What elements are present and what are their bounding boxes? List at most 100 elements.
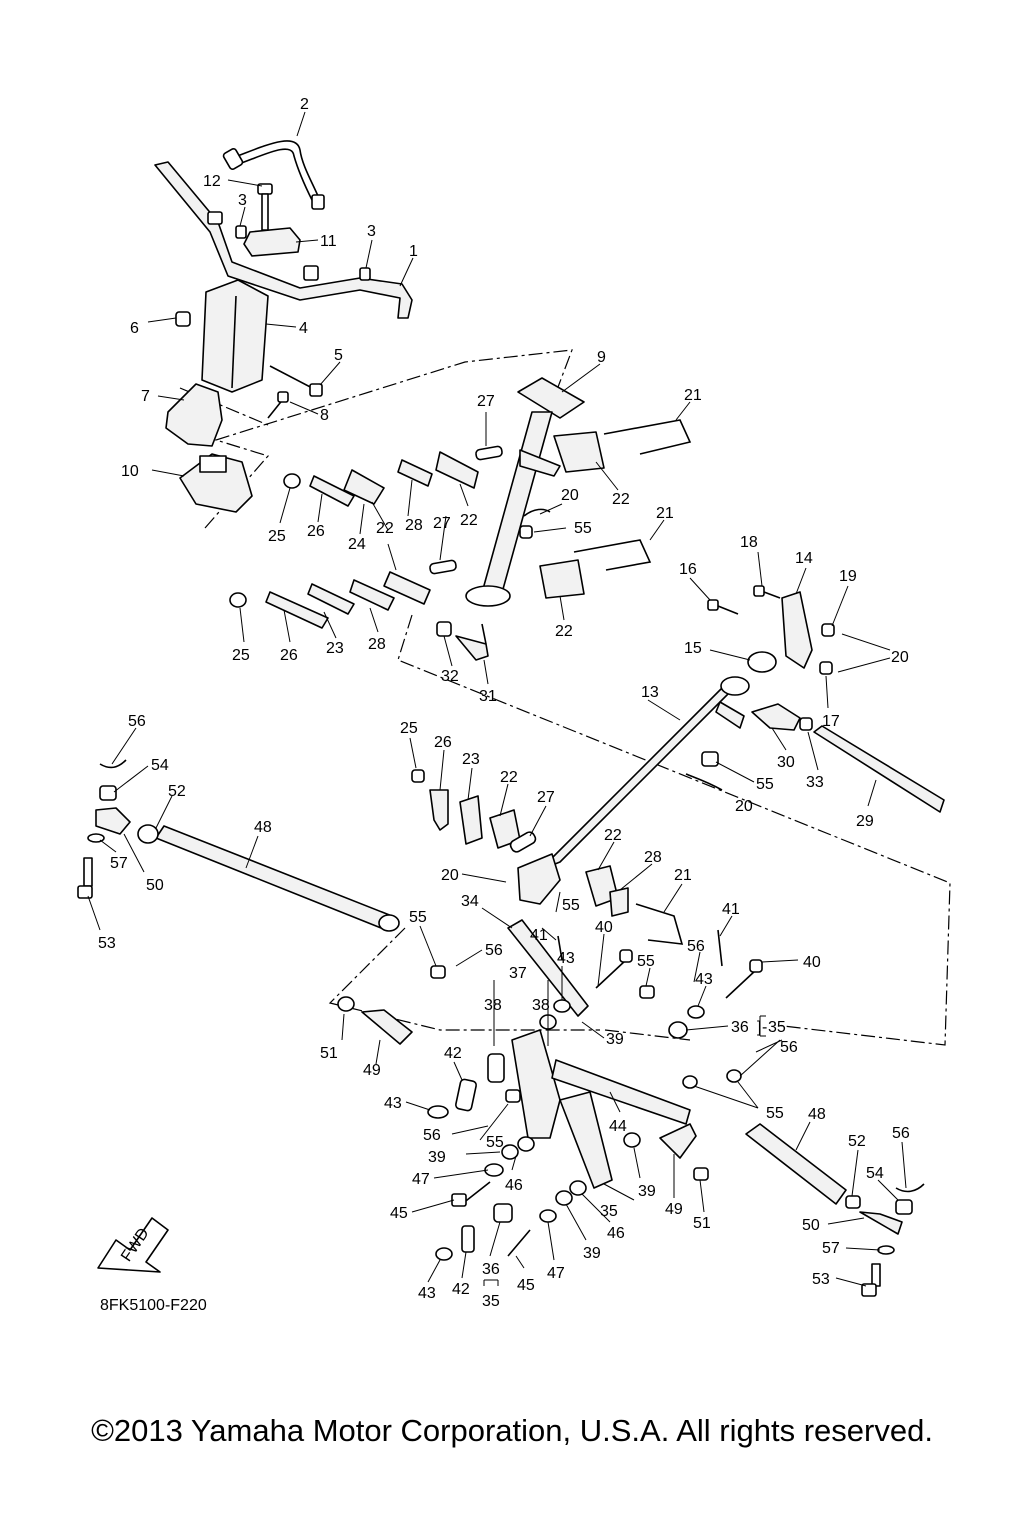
callout-56: 56 [128,713,146,730]
callout-6: 6 [130,320,139,337]
callout-55: 55 [574,520,592,537]
callout-32: 32 [441,668,459,685]
callout-4: 4 [299,320,308,337]
steering-column [229,377,692,661]
callout-9: 9 [597,349,606,366]
callout-52: 52 [848,1133,866,1150]
callout-25: 25 [268,528,286,545]
callout-43: 43 [695,971,713,988]
copyright-notice: ©2013 Yamaha Motor Corporation, U.S.A. A… [91,1413,933,1448]
callout-21: 21 [656,505,674,522]
callout-12: 12 [203,173,221,190]
callout-5: 5 [334,347,343,364]
shaft-assembly [539,585,945,871]
callout-27: 27 [433,515,451,532]
center-assembly [337,769,763,1045]
callout-26: 26 [434,734,452,751]
callout-34: 34 [461,893,479,910]
callout-8: 8 [320,407,329,424]
callout-25: 25 [232,647,250,664]
callout-53: 53 [98,935,116,952]
handle-assembly [154,140,413,513]
callout-28: 28 [405,517,423,534]
callout-22: 22 [612,491,630,508]
callout-22: 22 [376,520,394,537]
callout-3: 3 [367,223,376,240]
callout-14: 14 [795,550,813,567]
callout-48: 48 [254,819,272,836]
callout-41: 41 [530,927,548,944]
callout-38: 38 [532,997,550,1014]
lower-bellcranks [427,1029,742,1261]
callout-7: 7 [141,388,150,405]
callout-29: 29 [856,813,874,830]
callout-55: 55 [766,1105,784,1122]
callout-36: 36 [731,1019,749,1036]
callout-56: 56 [780,1039,798,1056]
callout-27: 27 [537,789,555,806]
callout-22: 22 [555,623,573,640]
callout-17: 17 [822,713,840,730]
callout-54: 54 [866,1165,884,1182]
callout-40: 40 [803,954,821,971]
callout-55: 55 [409,909,427,926]
callout-45: 45 [517,1277,535,1294]
callout-26: 26 [280,647,298,664]
callout-43: 43 [384,1095,402,1112]
left-tie-rod [77,759,400,932]
callout-10: 10 [121,463,139,480]
callout-48: 48 [808,1106,826,1123]
callout-51: 51 [320,1045,338,1062]
dash-36-35: - [762,1019,767,1036]
callout-22: 22 [604,827,622,844]
callout-36: 36 [482,1261,500,1278]
callout-43: 43 [557,950,575,967]
callout-20: 20 [441,867,459,884]
callout-56: 56 [687,938,705,955]
callout-49: 49 [363,1062,381,1079]
callout-42: 42 [444,1045,462,1062]
callout-51: 51 [693,1215,711,1232]
callout-24: 24 [348,536,366,553]
callout-1: 1 [409,243,418,260]
bracket-36-35: ] [757,1019,761,1036]
callout-22: 22 [500,769,518,786]
callout-15: 15 [684,640,702,657]
callout-50: 50 [802,1217,820,1234]
callout-35: 35 [768,1019,786,1036]
callout-19: 19 [839,568,857,585]
callout-37: 37 [509,965,527,982]
callout-42: 42 [452,1281,470,1298]
callout-39: 39 [583,1245,601,1262]
fwd-arrow-icon: FWD [97,1217,169,1273]
callout-21: 21 [674,867,692,884]
callout-54: 54 [151,757,169,774]
callout-26: 26 [307,523,325,540]
callout-56: 56 [892,1125,910,1142]
callout-18: 18 [740,534,758,551]
callout-28: 28 [644,849,662,866]
callout-47: 47 [412,1171,430,1188]
callout-20: 20 [891,649,909,666]
callout-25: 25 [400,720,418,737]
callout-46: 46 [505,1177,523,1194]
callout-35: 35 [482,1293,500,1310]
callout-3: 3 [238,192,247,209]
callout-39: 39 [606,1031,624,1048]
callout-55: 55 [486,1134,504,1151]
figure-code: 8FK5100-F220 [100,1297,207,1314]
callout-46: 46 [607,1225,625,1242]
callouts: 2 12 3 11 3 1 6 4 5 7 8 10 9 27 21 22 20… [98,96,910,1310]
callout-23: 23 [326,640,344,657]
callout-49: 49 [665,1201,683,1218]
callout-20: 20 [735,798,753,815]
callout-55: 55 [637,953,655,970]
callout-50: 50 [146,877,164,894]
callout-56: 56 [423,1127,441,1144]
callout-30: 30 [777,754,795,771]
callout-38: 38 [484,997,502,1014]
callout-57: 57 [822,1240,840,1257]
callout-33: 33 [806,774,824,791]
callout-57: 57 [110,855,128,872]
